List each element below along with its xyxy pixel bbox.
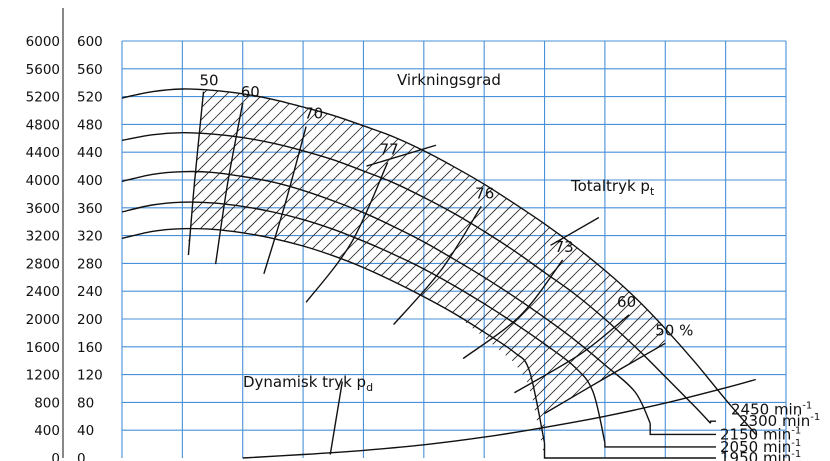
rpm-leader — [649, 423, 716, 436]
rpm-curve — [121, 131, 712, 424]
hatch-line — [471, 89, 666, 459]
dynamic-pressure-leader — [329, 381, 344, 455]
efficiency-label: 60 — [617, 293, 636, 311]
hatch-line — [483, 89, 666, 459]
hatch-line — [188, 89, 490, 459]
hatch-line — [808, 0, 830, 461]
rpm-curve — [121, 170, 651, 424]
rpm-label: 2450 min-1 — [731, 400, 812, 418]
y-outer-tick: 2400 — [26, 284, 60, 300]
y-axis-inner: 0 40 80 120 160 200 240 280 320 360 400 440 480 520 56… — [77, 34, 103, 461]
rpm-label: 2050 min-1 — [720, 438, 801, 456]
rpm-label: 1950 min-1 — [720, 449, 801, 461]
rpm-leader — [709, 420, 716, 424]
efficiency-contour — [514, 314, 630, 394]
hatch-line — [188, 89, 562, 459]
dynamic-pressure-curve — [242, 378, 756, 459]
efficiency-label: 73 — [555, 238, 574, 256]
hatch-line — [507, 89, 666, 459]
y-inner-tick: 280 — [77, 256, 103, 272]
hatch-line — [188, 89, 478, 459]
y-outer-tick: 800 — [34, 395, 60, 411]
hatch-line — [784, 0, 830, 461]
hatch-line — [495, 89, 666, 459]
rpm-curve — [121, 227, 546, 443]
y-outer-tick: 3200 — [26, 229, 60, 245]
efficiency-contour — [393, 206, 482, 326]
totaltryk-label: Totaltryk pt — [570, 177, 655, 198]
y-inner-tick: 360 — [77, 201, 103, 217]
hatch-line — [820, 0, 830, 461]
y-outer-tick: 4800 — [26, 117, 60, 133]
y-inner-tick: 40 — [77, 423, 94, 439]
virkningsgrad-label: Virkningsgrad — [397, 71, 501, 89]
y-inner-tick: 240 — [77, 284, 103, 300]
efficiency-label: 76 — [475, 184, 494, 202]
y-outer-tick: 1600 — [26, 340, 60, 356]
hatch-line — [188, 89, 514, 459]
rpm-label: 2300 min-1 — [739, 412, 820, 430]
y-inner-tick: 520 — [77, 90, 103, 106]
hatch-line — [188, 89, 466, 459]
plot-grid — [121, 40, 787, 458]
y-inner-tick: 480 — [77, 117, 103, 133]
rpm-leader — [604, 442, 716, 448]
y-outer-tick: 2000 — [26, 312, 60, 328]
efficiency-label: 60 — [241, 83, 260, 101]
y-outer-tick: 3600 — [26, 201, 60, 217]
y-axis-outer: 0 400 800 1200 1600 2000 2400 2800 3200 3600 4000 4… — [26, 8, 64, 461]
y-outer-tick: 2800 — [26, 256, 60, 272]
hatch-line — [188, 89, 502, 459]
rpm-curve — [121, 201, 606, 443]
efficiency-label: 70 — [304, 104, 323, 122]
efficiency-label: 77 — [380, 141, 399, 159]
y-inner-tick: 0 — [77, 451, 86, 461]
efficiency-label: 50 % — [655, 321, 693, 339]
y-inner-tick: 400 — [77, 173, 103, 189]
y-outer-tick: 5200 — [26, 90, 60, 106]
efficiency-contour — [263, 126, 307, 275]
hatch-line — [796, 0, 830, 461]
hatch-line — [188, 89, 538, 459]
efficiency-contour — [544, 342, 666, 415]
y-inner-tick: 560 — [77, 62, 103, 78]
hatch-line — [188, 89, 550, 459]
efficiency-contour — [462, 259, 564, 360]
y-inner-tick: 440 — [77, 145, 103, 161]
hatch-line — [188, 89, 526, 459]
rpm-label: 2150 min-1 — [720, 425, 801, 443]
rpm-curve — [121, 88, 757, 435]
efficiency-contour — [305, 162, 389, 303]
y-outer-tick: 4000 — [26, 173, 60, 189]
y-outer-tick: 6000 — [26, 34, 60, 50]
efficiency-contour — [187, 91, 205, 256]
y-inner-tick: 600 — [77, 34, 103, 50]
y-inner-tick: 160 — [77, 340, 103, 356]
efficiency-contour — [214, 102, 244, 265]
rpm-leader — [543, 442, 716, 459]
y-outer-tick: 400 — [34, 423, 60, 439]
y-inner-tick: 120 — [77, 368, 103, 384]
efficiency-label: 50 — [199, 72, 218, 90]
y-inner-tick: 80 — [77, 395, 94, 411]
hatch-line — [459, 89, 666, 459]
y-inner-tick: 320 — [77, 229, 103, 245]
y-outer-tick: 5600 — [26, 62, 60, 78]
efficiency-contours — [187, 91, 666, 415]
y-outer-tick: 1200 — [26, 368, 60, 384]
y-outer-tick: 4400 — [26, 145, 60, 161]
dynamic-pressure-label: Dynamisk tryk pd — [243, 373, 373, 394]
hatch-line — [0, 0, 141, 461]
rpm-curves — [121, 88, 757, 459]
virkningsgrad-leader — [366, 144, 437, 167]
y-inner-tick: 200 — [77, 312, 103, 328]
hatch-line — [0, 0, 21, 461]
hatch-line — [0, 0, 129, 461]
hatch-line — [0, 0, 9, 461]
y-outer-tick: 0 — [51, 451, 60, 461]
totaltryk-leader — [550, 216, 600, 246]
